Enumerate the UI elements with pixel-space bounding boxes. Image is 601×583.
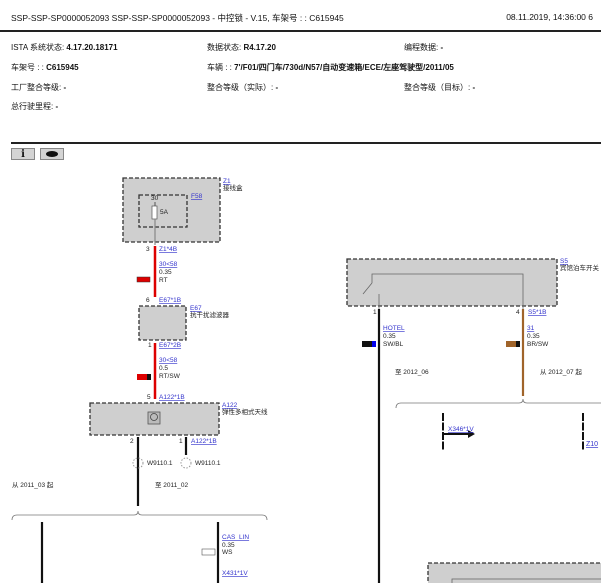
variant-brace (11, 510, 268, 521)
fuse-icon (151, 205, 158, 220)
fuse-rating: 5A (160, 209, 169, 216)
factory-level: 工厂整合等级: - (11, 83, 67, 92)
signal-link[interactable]: HOTEL (383, 325, 405, 332)
switch-icon (362, 282, 373, 295)
view-button[interactable] (40, 148, 64, 160)
color-chip (147, 374, 151, 380)
ista-status: ISTA 系统状态: 4.17.20.18171 (11, 43, 118, 52)
wire-size: 0.5 (159, 365, 168, 372)
variant-brace (395, 398, 601, 409)
pin-number: 3 (146, 246, 150, 253)
z1-name: 接线盒 (223, 183, 243, 192)
splice-label: W9110.1 (147, 460, 173, 467)
variant-label: 至 2011_02 (155, 481, 189, 489)
color-chip (201, 548, 216, 556)
pin-number: 6 (146, 297, 150, 304)
color-chip (516, 341, 520, 347)
divider (11, 142, 601, 144)
connector-link[interactable]: A122*1B (159, 394, 185, 401)
vehicle: 车辆 : : 7'/F01/四门车/730d/N57/自动变速箱/ECE/左座驾… (207, 63, 454, 72)
z10-connector-link[interactable]: Z10 (586, 441, 598, 448)
signal-link[interactable]: 31 (527, 325, 535, 332)
wire-size: 0.35 (383, 333, 396, 340)
e67-name: 抗干扰滤波器 (190, 310, 230, 319)
wire-color: RT (159, 277, 168, 284)
f58-pin: 30 (151, 195, 159, 202)
pin-number: 5 (147, 394, 151, 401)
s5-box[interactable] (346, 258, 558, 307)
connector-link[interactable]: S5*1B (528, 309, 546, 316)
connector-link[interactable]: X431*1V (222, 570, 248, 577)
signal-link[interactable]: 30<58 (159, 357, 178, 364)
target-level: 整合等级（目标）: - (404, 83, 476, 92)
connector-link[interactable]: E67*2B (159, 342, 181, 349)
vin: 车架号 : : C615945 (11, 63, 79, 72)
f58-box[interactable] (138, 194, 188, 228)
wire-size: 0.35 (159, 269, 172, 276)
divider (0, 30, 601, 32)
splice-label: W9110.1 (195, 460, 221, 467)
signal-link[interactable]: 30<58 (159, 261, 178, 268)
info-icon: i (21, 148, 25, 160)
a122-name: 弹性多相式天线 (222, 407, 268, 416)
wire-color: BR/SW (527, 341, 549, 348)
connector-link[interactable]: A122*1B (191, 438, 217, 445)
wire-color: WS (222, 549, 233, 556)
signal-link[interactable]: CAS_LIN (222, 534, 249, 541)
s5-link[interactable]: S5 (560, 258, 568, 265)
pin-number: 2 (130, 438, 134, 445)
pin-number: 1 (373, 309, 377, 316)
z1-link[interactable]: Z1 (223, 178, 231, 185)
connector-link[interactable]: E67*1B (159, 297, 181, 304)
pin-number: 1 (148, 342, 152, 349)
datetime: 08.11.2019, 14:36:00 6 (506, 12, 593, 22)
wire-size: 0.35 (527, 333, 540, 340)
wire-color: SW/BL (383, 341, 404, 348)
z1-box[interactable] (122, 177, 221, 243)
page-title: SSP-SSP-SP0000052093 SSP-SSP-SP000005209… (11, 13, 344, 23)
data-status: 数据状态: R4.17.20 (207, 43, 276, 52)
variant-label: 至 2012_06 (395, 368, 429, 376)
wire-size: 0.35 (222, 542, 235, 549)
component-box[interactable] (427, 562, 601, 583)
f58-link[interactable]: F58 (191, 193, 203, 200)
e67-link[interactable]: E67 (190, 305, 202, 312)
pin-number: 4 (516, 309, 520, 316)
variant-label: 从 2011_03 起 (12, 481, 54, 489)
info-button[interactable]: i (11, 148, 35, 160)
mileage: 总行驶里程: - (11, 102, 59, 111)
connector-link[interactable]: X346*1V (448, 426, 474, 433)
e67-box[interactable] (138, 305, 187, 341)
color-chip (136, 276, 151, 283)
wire-color: RT/SW (159, 373, 181, 380)
a122-link[interactable]: A122 (222, 402, 238, 409)
variant-label: 从 2012_07 起 (540, 368, 582, 376)
eye-icon (46, 151, 58, 157)
s5-name: 宾馆泊车开关 (560, 263, 600, 272)
actual-level: 整合等级（实际）: - (207, 83, 279, 92)
programming-data: 编程数据: - (404, 43, 444, 52)
connector-link[interactable]: Z1*4B (159, 246, 177, 253)
pin-number: 1 (179, 438, 183, 445)
color-chip (372, 341, 376, 347)
